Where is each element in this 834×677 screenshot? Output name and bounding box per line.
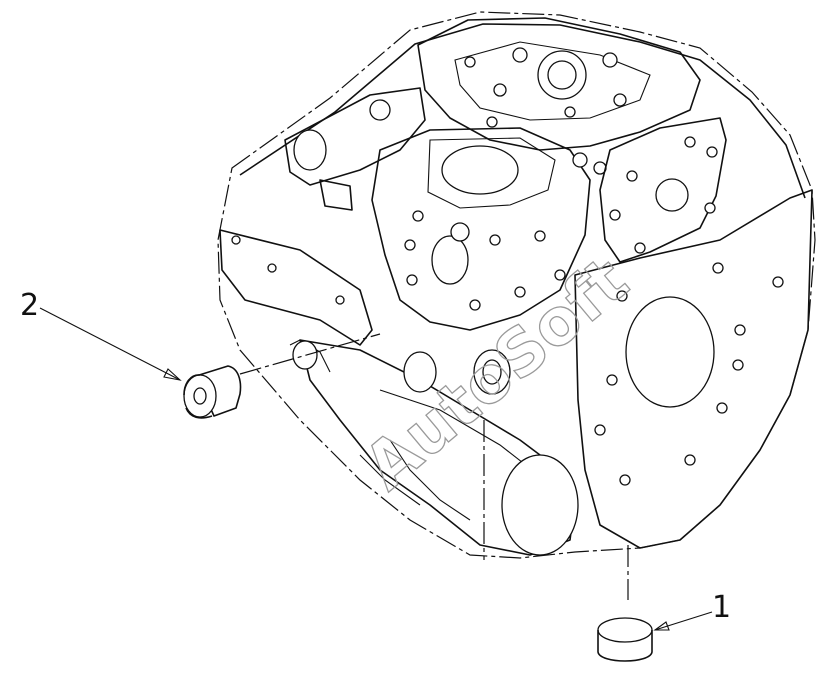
plug-part-2 — [183, 365, 242, 419]
leader-arrow-2 — [163, 368, 182, 381]
callout-number-1: 1 — [712, 590, 731, 625]
leader-line-1 — [654, 611, 713, 631]
plug-part-1 — [597, 617, 653, 662]
leader-arrow-1 — [653, 621, 670, 631]
leader-line-2 — [39, 307, 181, 381]
callout-number-2: 2 — [20, 288, 39, 323]
engine-block — [217, 11, 816, 600]
